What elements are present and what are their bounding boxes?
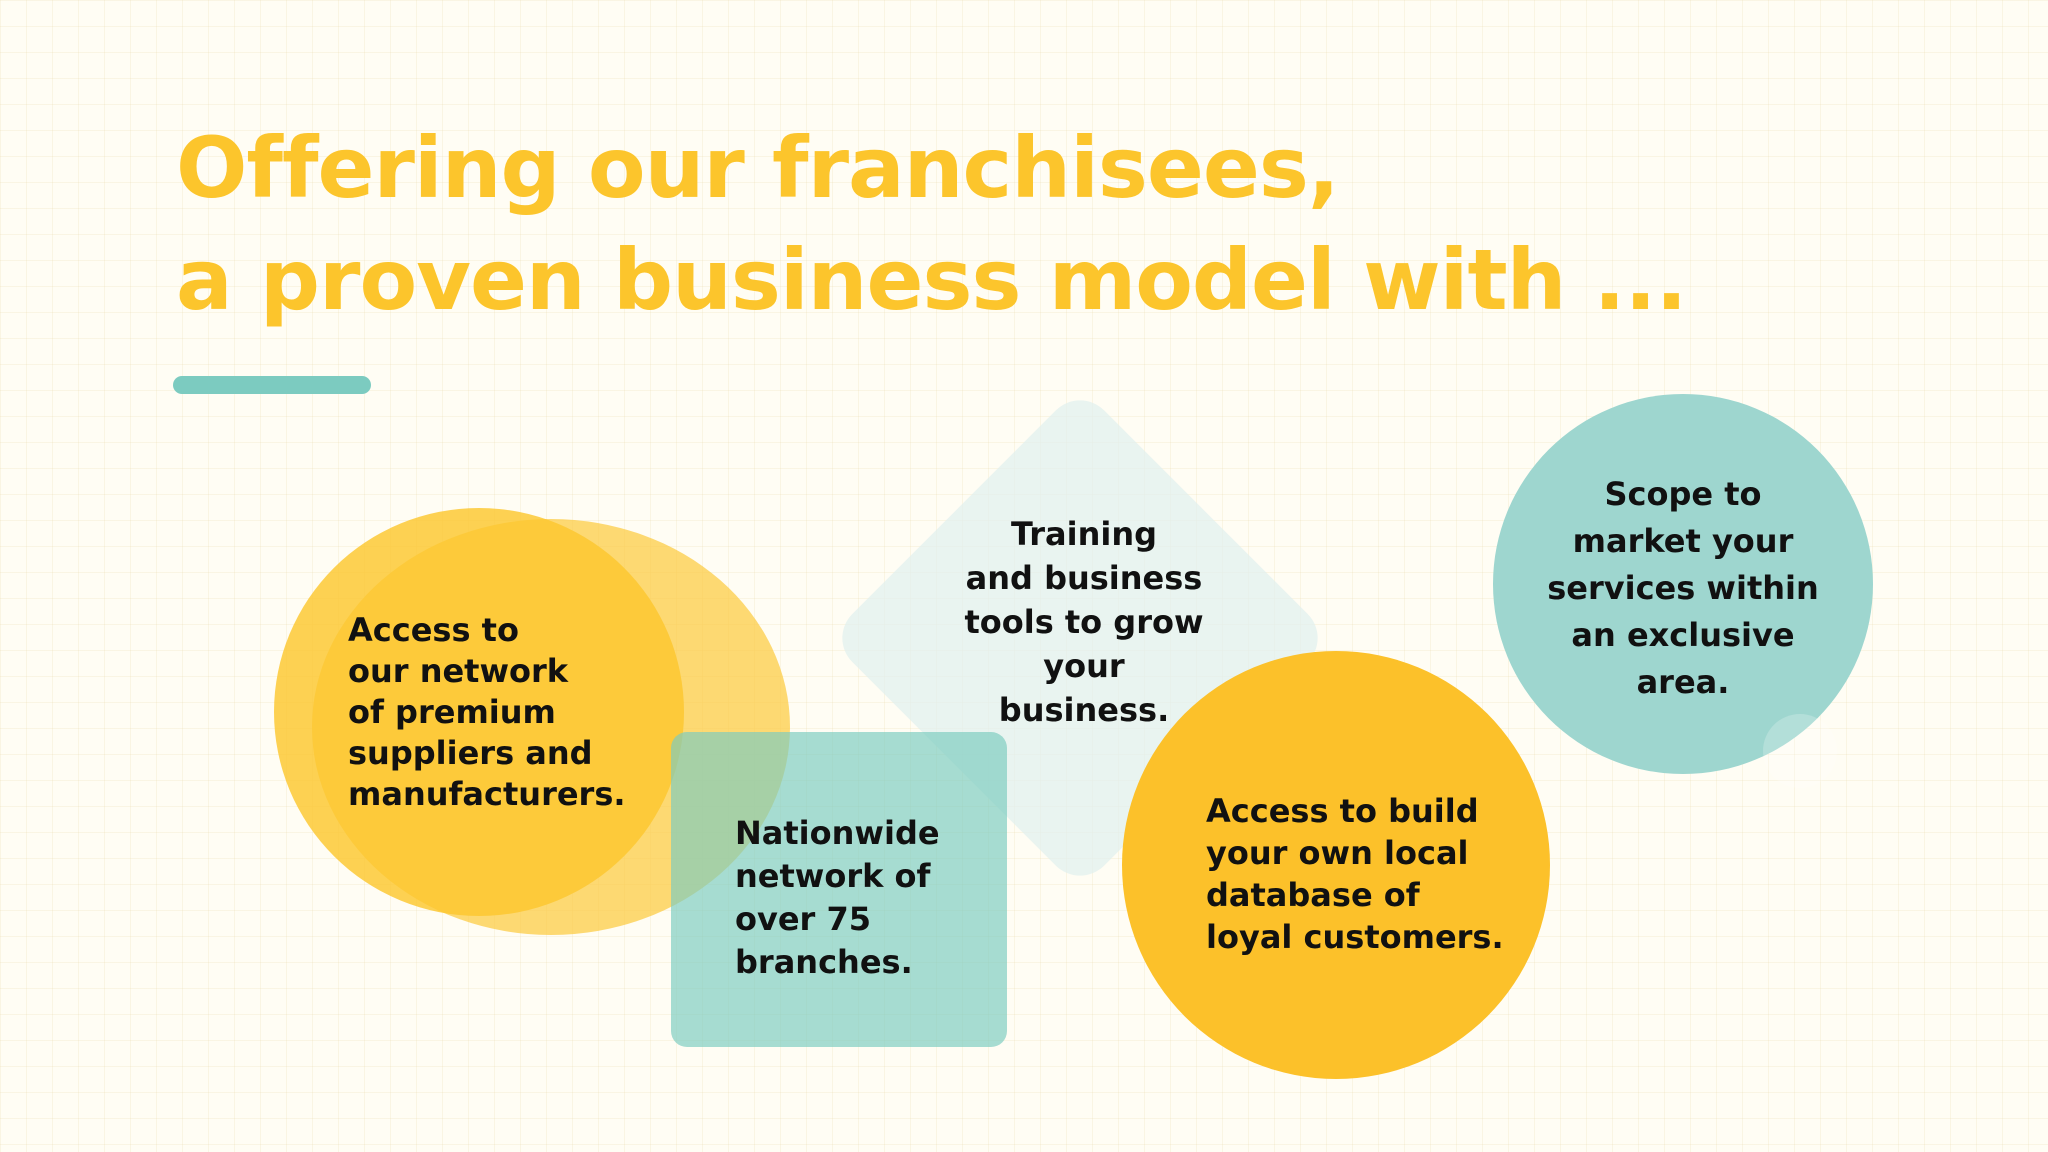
scope-circle bbox=[1493, 394, 1873, 774]
slide-title-line-2: a proven business model with ... bbox=[176, 231, 1687, 329]
slide-title-line-1: Offering our franchisees, bbox=[176, 119, 1340, 217]
training-benefit-text: Training and business tools to grow your… bbox=[964, 515, 1204, 729]
suppliers-front-circle bbox=[274, 508, 684, 916]
nationwide-benefit-text: Nationwide network of over 75 branches. bbox=[735, 814, 940, 981]
database-benefit-text: Access to build your own local database … bbox=[1206, 792, 1504, 956]
nationwide-square bbox=[671, 732, 1007, 1047]
database-circle bbox=[1122, 651, 1550, 1079]
scope-benefit-text: Scope to market your services within an … bbox=[1547, 475, 1819, 701]
slide-title: Offering our franchisees, a proven busin… bbox=[176, 112, 1687, 336]
decorative-dot bbox=[1763, 714, 1837, 788]
suppliers-benefit-text: Access to our network of premium supplie… bbox=[348, 611, 626, 813]
title-accent-bar bbox=[173, 376, 371, 394]
